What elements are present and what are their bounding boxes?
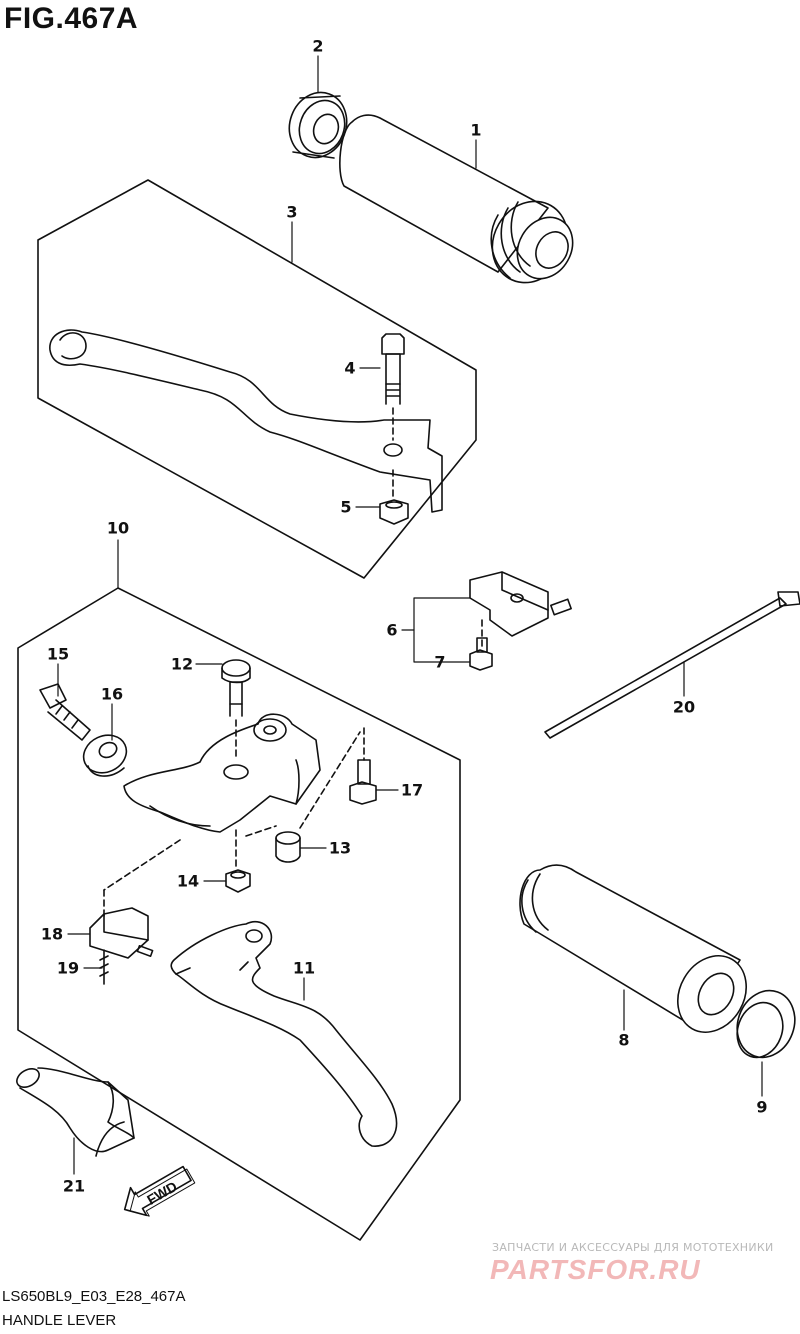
- part-21-boot: [16, 1067, 135, 1157]
- callout-3: 3: [286, 202, 298, 222]
- leader-lines: [57, 55, 763, 1175]
- callout-18: 18: [40, 924, 64, 944]
- part-19-screw: [99, 949, 109, 985]
- part-3-lever: [49, 329, 443, 513]
- callout-8: 8: [618, 1030, 630, 1050]
- callout-12: 12: [170, 654, 194, 674]
- part-9-ring: [736, 989, 796, 1059]
- callout-14: 14: [176, 871, 200, 891]
- part-18-switch: [89, 907, 154, 959]
- link-line: [103, 839, 181, 919]
- group-box-10: [17, 587, 461, 1241]
- part-11-lever: [170, 920, 398, 1147]
- callout-16: 16: [100, 684, 124, 704]
- watermark-caption: ЗАПЧАСТИ И АКСЕССУАРЫ ДЛЯ МОТОТЕХНИКИ: [492, 1241, 774, 1254]
- part-12-pivot-bolt: [221, 659, 251, 761]
- callout-10: 10: [106, 518, 130, 538]
- callout-4: 4: [344, 358, 356, 378]
- part-15-bolt: [39, 683, 91, 741]
- part-8-grip: [519, 864, 747, 1033]
- part-1-grip: [339, 114, 574, 284]
- callout-7: 7: [434, 652, 446, 672]
- callout-5: 5: [340, 497, 352, 517]
- lever-holder-bracket: [123, 713, 321, 833]
- callout-1: 1: [470, 120, 482, 140]
- part-4-bolt: [381, 333, 405, 441]
- callout-21: 21: [62, 1176, 86, 1196]
- part-13-collar: [245, 731, 361, 863]
- callout-11: 11: [292, 958, 316, 978]
- part-16-nut: [82, 734, 128, 777]
- part-2-ring: [288, 91, 348, 159]
- part-7-screw: [469, 619, 493, 671]
- figure-title: FIG.467A: [4, 2, 139, 35]
- part-20-cable-tie: [544, 591, 800, 739]
- callout-20: 20: [672, 697, 696, 717]
- watermark-logo: PARTSFOR.RU: [490, 1254, 701, 1285]
- callout-15: 15: [46, 644, 70, 664]
- group-box-3: [37, 179, 477, 579]
- callout-13: 13: [328, 838, 352, 858]
- part-5-nut: [379, 469, 409, 525]
- fwd-arrow: [123, 1165, 196, 1217]
- callout-19: 19: [56, 958, 80, 978]
- part-6-switch: [469, 571, 572, 637]
- callout-2: 2: [312, 36, 324, 56]
- figure-name: HANDLE LEVER: [2, 1312, 117, 1329]
- callout-9: 9: [756, 1097, 768, 1117]
- part-14-nut: [225, 829, 251, 893]
- figure-code: LS650BL9_E03_E28_467A: [2, 1288, 186, 1305]
- callout-6: 6: [386, 620, 398, 640]
- part-17-screw: [349, 727, 377, 805]
- callout-17: 17: [400, 780, 424, 800]
